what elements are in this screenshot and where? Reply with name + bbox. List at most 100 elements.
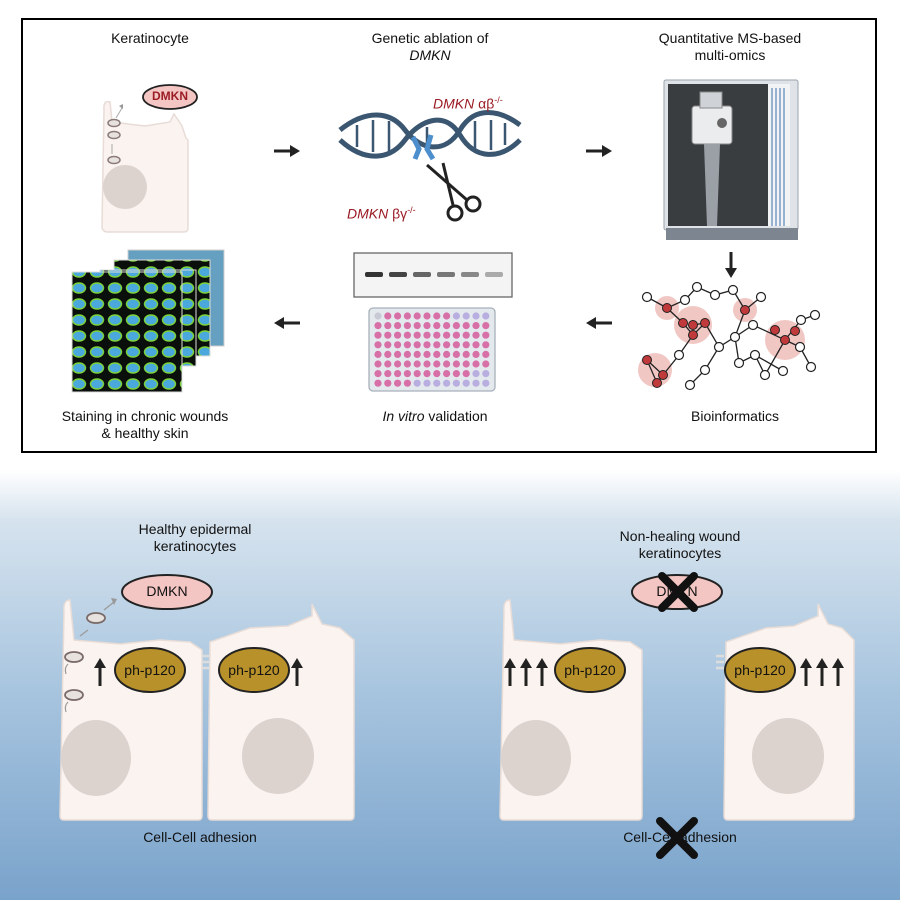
plate-well xyxy=(443,350,451,358)
plate-well xyxy=(394,341,402,349)
plate-well xyxy=(384,379,392,387)
wound-cells-icon xyxy=(499,574,855,821)
plate-well xyxy=(394,312,402,320)
plate-well xyxy=(384,360,392,368)
ko-ab-suffix: αβ xyxy=(478,95,495,112)
plate-well xyxy=(443,370,451,378)
ko-ab-gene: DMKN xyxy=(433,95,475,112)
ko-by-suffix: βγ xyxy=(392,205,408,222)
healthy-cells-icon xyxy=(59,574,355,821)
plate-well xyxy=(384,350,392,358)
plate-well xyxy=(482,379,490,387)
adhesion-lost-cross-icon xyxy=(656,817,698,859)
plate-well xyxy=(374,331,382,339)
healthy-dmkn-label: DMKN xyxy=(146,583,188,599)
mass-spectrometer-icon xyxy=(663,79,799,240)
dmkn-absent-cross-icon xyxy=(658,572,698,612)
plate-well xyxy=(403,360,411,368)
western-blot-icon xyxy=(353,252,513,298)
plate-well xyxy=(482,360,490,368)
plate-well xyxy=(452,322,460,330)
arrow-right-icon xyxy=(586,145,612,157)
staining-label: Staining in chronic wounds & healthy ski… xyxy=(40,408,250,442)
plate-well xyxy=(374,379,382,387)
plate-well xyxy=(472,350,480,358)
well-plate-icon xyxy=(368,307,496,392)
ko-by-superscript: -/- xyxy=(407,205,416,215)
plate-well xyxy=(394,331,402,339)
ablation-title-gene: DMKN xyxy=(409,47,451,63)
plate-well xyxy=(462,370,470,378)
arrow-left-icon xyxy=(274,317,300,329)
plate-well xyxy=(452,331,460,339)
wound-title-line2: keratinocytes xyxy=(638,545,722,561)
plate-well xyxy=(413,331,421,339)
plate-well xyxy=(374,341,382,349)
staining-label-line2: & healthy skin xyxy=(101,425,189,441)
plate-well xyxy=(384,331,392,339)
plate-well xyxy=(423,331,431,339)
plate-well xyxy=(423,350,431,358)
invitro-italic: In vitro xyxy=(382,408,425,424)
plate-well xyxy=(374,370,382,378)
wound-ph-left-label: ph-p120 xyxy=(564,662,616,678)
plate-well xyxy=(452,360,460,368)
bioinformatics-network-icon xyxy=(638,281,821,391)
plate-well xyxy=(462,331,470,339)
plate-well xyxy=(482,350,490,358)
plate-well xyxy=(374,360,382,368)
plate-well xyxy=(394,379,402,387)
plate-well xyxy=(423,360,431,368)
plate-well xyxy=(482,370,490,378)
plate-well xyxy=(433,370,441,378)
ko-ab-superscript: -/- xyxy=(494,95,503,105)
plate-well xyxy=(384,341,392,349)
plate-well xyxy=(482,312,490,320)
plate-well xyxy=(443,360,451,368)
plate-well xyxy=(472,322,480,330)
plate-well xyxy=(394,322,402,330)
healthy-ph-left-label: ph-p120 xyxy=(124,662,176,678)
ablation-title: Genetic ablation of DMKN xyxy=(340,30,520,64)
plate-well xyxy=(403,370,411,378)
ms-title-line1: Quantitative MS-based xyxy=(658,30,802,46)
plate-well xyxy=(374,312,382,320)
plate-well xyxy=(423,370,431,378)
plate-well xyxy=(472,331,480,339)
plate-well xyxy=(482,331,490,339)
plate-well xyxy=(443,331,451,339)
ablation-title-line1: Genetic ablation of xyxy=(371,30,489,46)
plate-well xyxy=(384,370,392,378)
plate-well xyxy=(433,350,441,358)
arrow-right-icon xyxy=(274,145,300,157)
ko-beta-gamma-label: DMKN βγ-/- xyxy=(347,205,416,222)
plate-well xyxy=(423,379,431,387)
plate-well xyxy=(482,341,490,349)
dna-scissors-icon xyxy=(338,110,522,222)
plate-well xyxy=(433,360,441,368)
plate-well xyxy=(423,341,431,349)
invitro-label: In vitro validation xyxy=(355,408,515,425)
staining-image-stack-icon xyxy=(71,249,225,393)
plate-well xyxy=(443,312,451,320)
plate-well xyxy=(384,322,392,330)
plate-well xyxy=(423,312,431,320)
plate-well xyxy=(394,370,402,378)
plate-well xyxy=(472,370,480,378)
plate-well xyxy=(443,322,451,330)
arrow-left-icon xyxy=(586,317,612,329)
plate-well xyxy=(413,370,421,378)
plate-well xyxy=(452,312,460,320)
plate-well xyxy=(482,322,490,330)
plate-well xyxy=(462,350,470,358)
wound-title: Non-healing wound keratinocytes xyxy=(590,528,770,562)
plate-well xyxy=(433,312,441,320)
keratinocyte-cell-icon xyxy=(101,100,189,233)
plate-well xyxy=(462,312,470,320)
plate-well xyxy=(443,341,451,349)
plate-well xyxy=(472,379,480,387)
invitro-rest: validation xyxy=(424,408,488,424)
healthy-adhesion-label: Cell-Cell adhesion xyxy=(143,829,257,845)
plate-well xyxy=(433,341,441,349)
plate-well xyxy=(472,341,480,349)
